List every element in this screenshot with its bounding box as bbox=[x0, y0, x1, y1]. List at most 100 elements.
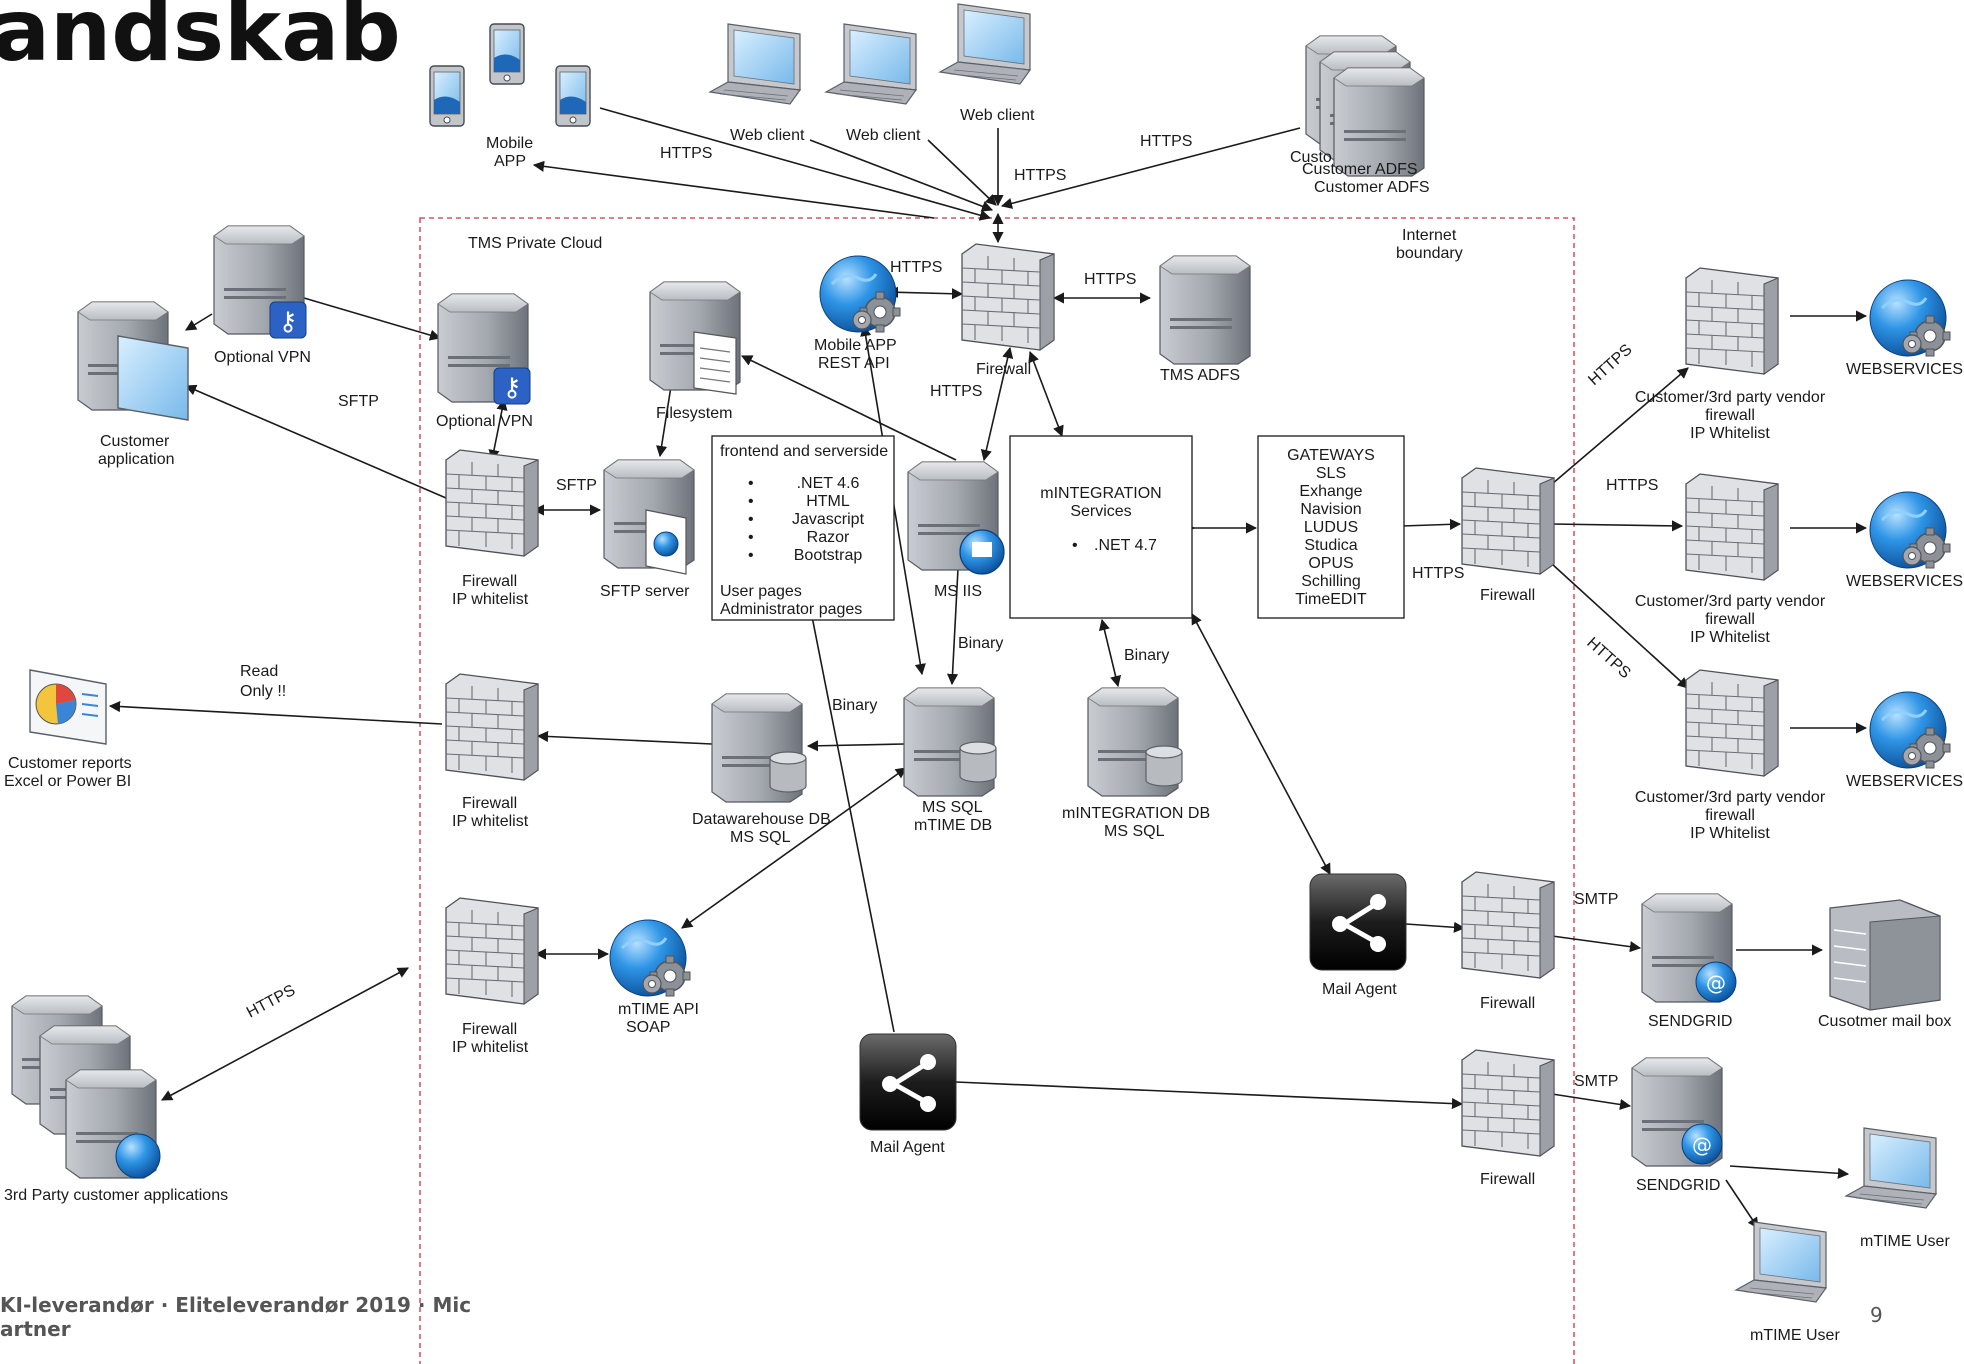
webservices-3-label: WEBSERVICES bbox=[1846, 773, 1963, 790]
key-icon bbox=[269, 301, 307, 339]
firewall-icon bbox=[1461, 467, 1555, 575]
vendor-fw-3-label-2: firewall bbox=[1705, 807, 1755, 824]
at-glyph: @ bbox=[1706, 971, 1726, 995]
frontend-item: .NET 4.6 bbox=[797, 475, 860, 492]
mintegration-title-1: mINTEGRATION bbox=[1040, 485, 1161, 502]
sftp-server-label: SFTP server bbox=[600, 583, 690, 600]
web-client-node-1: Web client bbox=[709, 23, 805, 144]
vendor-fw-3-label-1: Customer/3rd party vendor bbox=[1635, 789, 1826, 806]
edge-label-smtp-1: SMTP bbox=[1574, 891, 1618, 908]
gateways-line: SLS bbox=[1316, 465, 1346, 482]
mtime-user-2-label: mTIME User bbox=[1750, 1327, 1840, 1344]
customer-application-label-1: Customer bbox=[100, 433, 170, 450]
firewall-icon bbox=[445, 449, 539, 557]
edge-label-https-tms-adfs: HTTPS bbox=[1084, 271, 1136, 288]
firewall-icon bbox=[1685, 669, 1779, 777]
edge-firewall-sendgrid-2 bbox=[1551, 1093, 1632, 1111]
vendor-fw-2-label-2: firewall bbox=[1705, 611, 1755, 628]
mtime-user-2-node: mTIME User bbox=[1735, 1221, 1840, 1344]
edge-label-https-vendor-1: HTTPS bbox=[1585, 341, 1635, 389]
mtime-api-label-2: SOAP bbox=[626, 1019, 670, 1036]
footer-text-line2: artner bbox=[0, 1317, 71, 1341]
mintegration-item: .NET 4.7 bbox=[1094, 537, 1157, 554]
monitor-icon bbox=[117, 335, 189, 421]
web-client-label-1: Web client bbox=[730, 127, 805, 144]
edge-app-firewall bbox=[184, 384, 447, 499]
vendor-fw-2-label-1: Customer/3rd party vendor bbox=[1635, 593, 1826, 610]
bullet-dot: • bbox=[748, 511, 754, 528]
firewall-ip-whitelist-3-node: Firewall IP whitelist bbox=[445, 897, 539, 1056]
edge-firewall-sendgrid-1 bbox=[1551, 935, 1642, 953]
mobile-app-label-1: Mobile bbox=[486, 135, 533, 152]
share-icon bbox=[1310, 874, 1406, 970]
webservice-globe-icon bbox=[1868, 690, 1952, 770]
edge-label-https-rest: HTTPS bbox=[890, 259, 942, 276]
third-party-label: 3rd Party customer applications bbox=[4, 1187, 228, 1204]
gateways-line: GATEWAYS bbox=[1287, 447, 1375, 464]
pie-slice bbox=[56, 684, 75, 704]
database-icon bbox=[1145, 745, 1183, 787]
ms-iis-node: MS IIS bbox=[907, 461, 1005, 600]
ms-sql-label-2: mTIME DB bbox=[914, 817, 992, 834]
frontend-footer-2: Administrator pages bbox=[720, 601, 862, 618]
sendgrid-2-label: SENDGRID bbox=[1636, 1177, 1720, 1194]
firewall-gateway-node: Firewall bbox=[1461, 467, 1555, 604]
mail-box-node: Cusotmer mail box bbox=[1818, 899, 1951, 1030]
mobile-app-rest-api-node: Mobile APP REST API bbox=[814, 254, 902, 372]
rest-api-label-2: REST API bbox=[818, 355, 890, 372]
webservice-globe-icon bbox=[1868, 490, 1952, 570]
customer-reports-node: Customer reports Excel or Power BI bbox=[4, 669, 132, 790]
private-cloud-boundary bbox=[419, 217, 1575, 1364]
edge-third-party bbox=[161, 967, 409, 1101]
edge-firewall-rest-api bbox=[886, 286, 964, 300]
gateways-line: Navision bbox=[1300, 501, 1361, 518]
customer-application-node: Customer application bbox=[77, 301, 189, 468]
gateways-line: Studica bbox=[1304, 537, 1357, 554]
minteg-db-label-1: mINTEGRATION DB bbox=[1062, 805, 1210, 822]
vendor-firewall-2-node: Customer/3rd party vendor firewall IP Wh… bbox=[1635, 473, 1826, 646]
frontend-item: HTML bbox=[806, 493, 850, 510]
bullet-dot: • bbox=[748, 529, 754, 546]
key-glyph: ⚷ bbox=[278, 307, 297, 337]
edge-mssql-datawarehouse bbox=[806, 740, 905, 752]
firewall-mail-1-label: Firewall bbox=[1480, 995, 1535, 1012]
gateways-line: LUDUS bbox=[1304, 519, 1358, 536]
sendgrid-1-label: SENDGRID bbox=[1648, 1013, 1732, 1030]
edge-customer-adfs bbox=[1000, 127, 1301, 209]
bullet-dot: • bbox=[748, 547, 754, 564]
gateways-line: Schilling bbox=[1301, 573, 1361, 590]
main-firewall-node: Firewall bbox=[961, 243, 1055, 378]
mail-agent-1-node: Mail Agent bbox=[1310, 874, 1406, 998]
page-number: 9 bbox=[1870, 1303, 1883, 1327]
firewall-top-label: Firewall bbox=[976, 361, 1031, 378]
mtime-user-1-node: mTIME User bbox=[1845, 1127, 1950, 1250]
filesystem-label: Filesystem bbox=[656, 405, 732, 422]
edge-vendor-1 bbox=[1551, 367, 1689, 485]
rest-api-label-1: Mobile APP bbox=[814, 337, 897, 354]
datawarehouse-label-1: Datawarehouse DB bbox=[692, 811, 831, 828]
firewall-icon bbox=[445, 673, 539, 781]
edge-mssql-mtimeapi bbox=[681, 767, 907, 929]
edge-web-client-2 bbox=[927, 139, 997, 206]
sftp-server-node: SFTP server bbox=[600, 459, 695, 600]
vendor-fw-1-label-1: Customer/3rd party vendor bbox=[1635, 389, 1826, 406]
document-icon bbox=[693, 331, 737, 395]
customer-adfs-partial-label: Custo bbox=[1290, 149, 1332, 166]
pie-slice bbox=[56, 700, 76, 724]
webservices-2-node: WEBSERVICES bbox=[1846, 490, 1963, 590]
at-glyph: @ bbox=[1692, 1133, 1712, 1157]
optional-vpn-outer-label: Optional VPN bbox=[214, 349, 311, 366]
frontend-title: frontend and serverside bbox=[720, 443, 888, 460]
vendor-firewall-3-node: Customer/3rd party vendor firewall IP Wh… bbox=[1635, 669, 1826, 842]
third-party-node: 3rd Party customer applications bbox=[4, 995, 228, 1204]
optional-vpn-inner-label: Optional VPN bbox=[436, 413, 533, 430]
web-client-label-3: Web client bbox=[960, 107, 1035, 124]
ms-sql-label-1: MS SQL bbox=[922, 799, 983, 816]
web-client-node-2: Web client bbox=[825, 23, 921, 144]
mtime-api-node: mTIME API SOAP bbox=[608, 918, 699, 1036]
monitor-glyph bbox=[972, 542, 992, 557]
vendor-firewall-1-node: Customer/3rd party vendor firewall IP Wh… bbox=[1635, 267, 1826, 442]
ms-iis-label: MS IIS bbox=[934, 583, 982, 600]
edge-gateways-firewall bbox=[1401, 518, 1462, 530]
webservice-globe-icon bbox=[818, 254, 902, 334]
